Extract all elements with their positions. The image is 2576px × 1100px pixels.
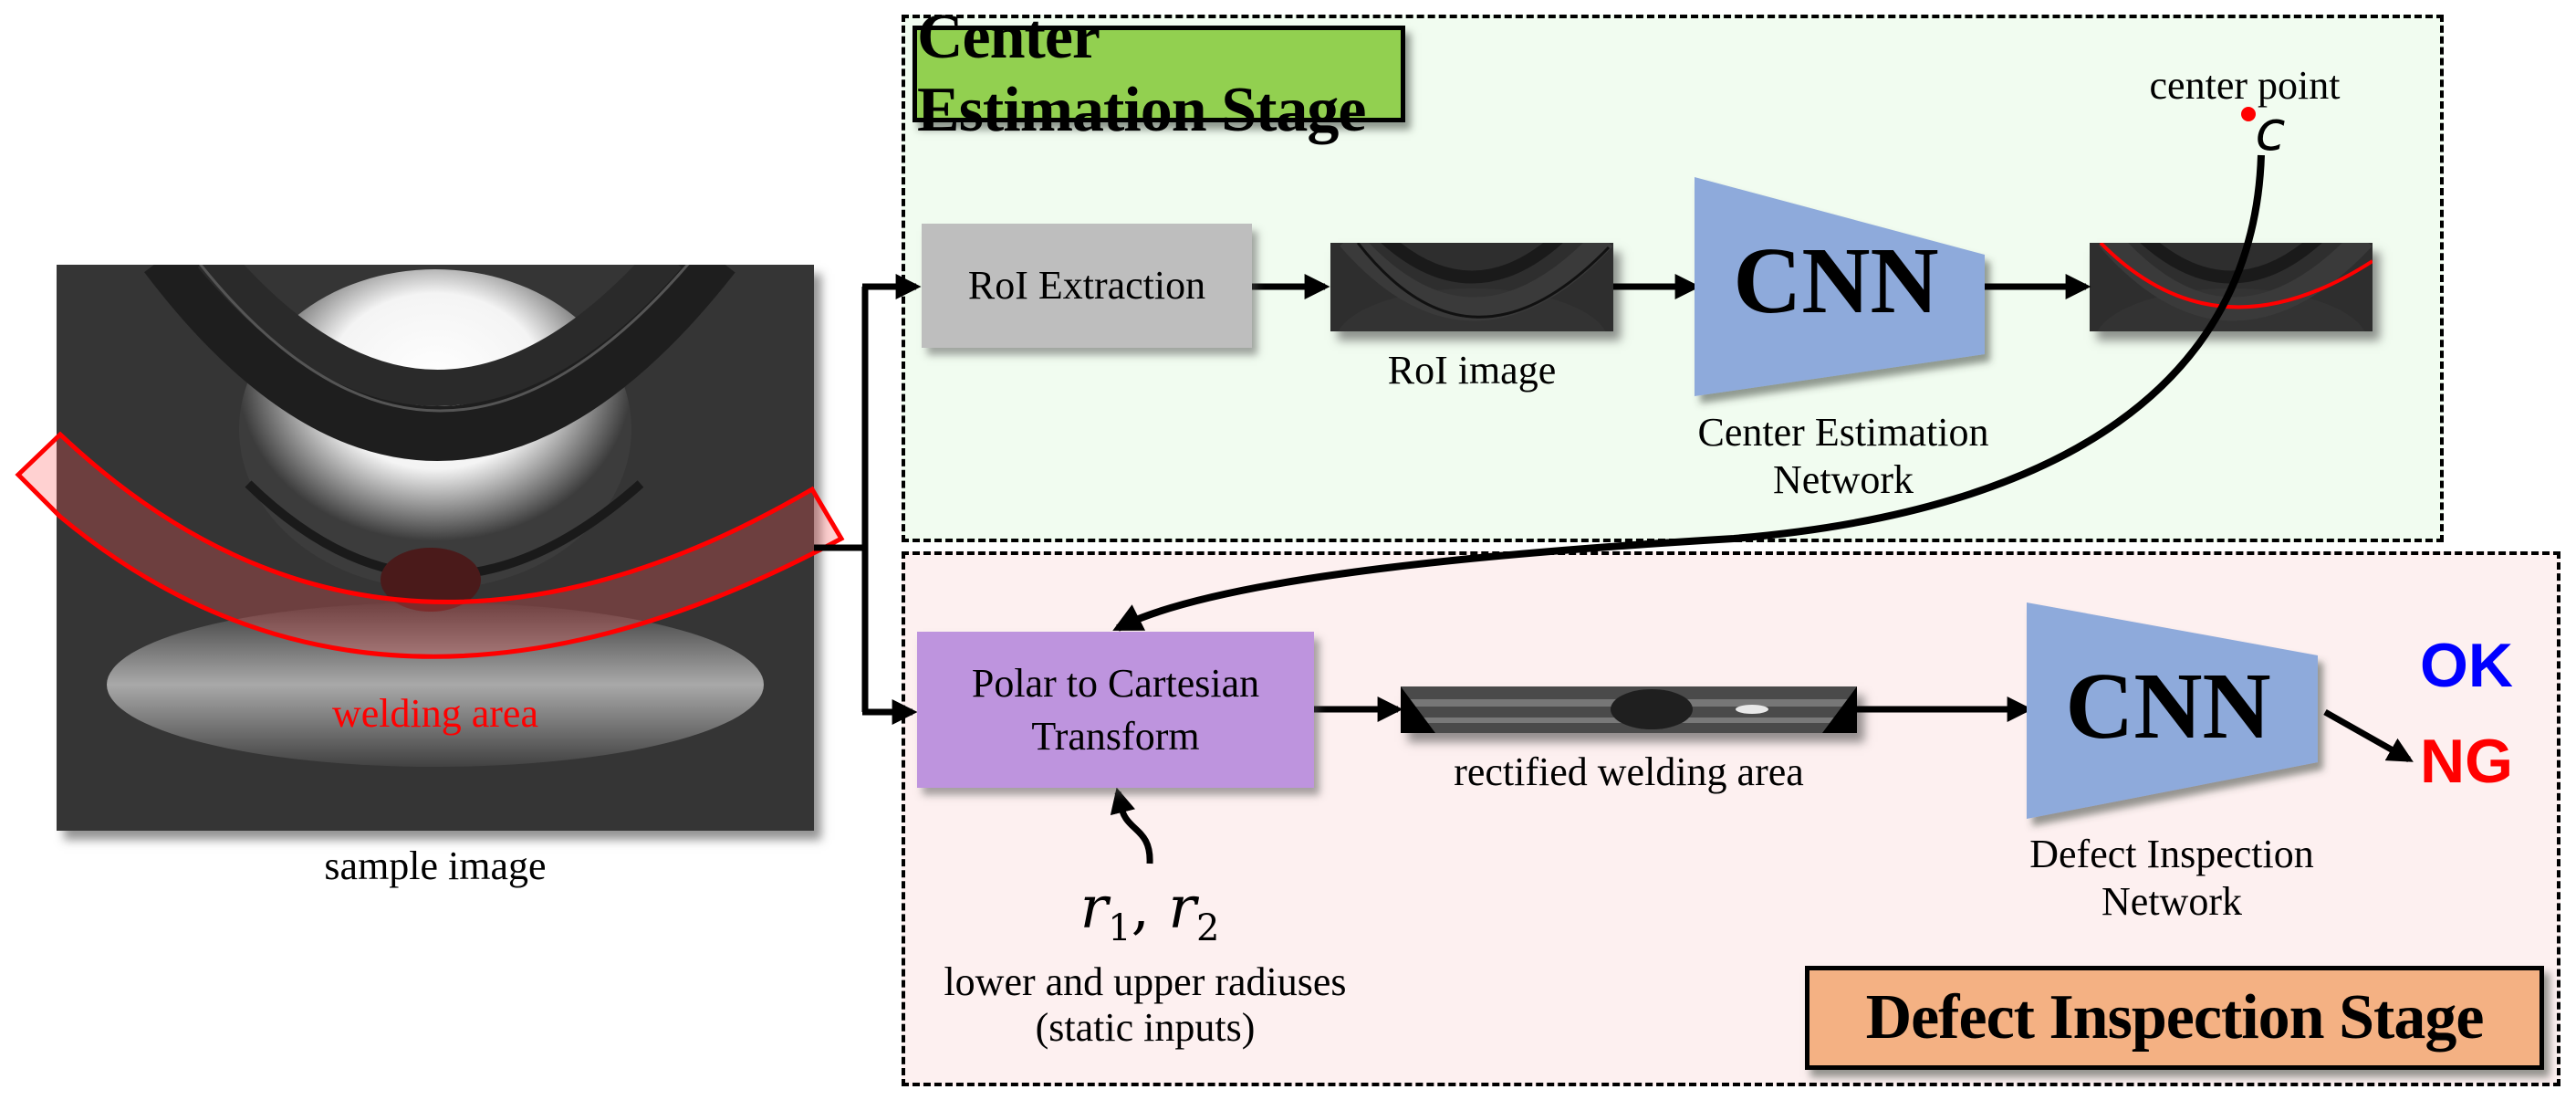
roi-extraction-label: RoI Extraction xyxy=(967,263,1206,308)
defect-cnn-trapezoid xyxy=(2027,602,2318,819)
center-cnn-label: CNN xyxy=(1733,228,1939,333)
center-network-caption-line1: Center Estimation xyxy=(1697,410,1989,455)
center-cnn-trapezoid xyxy=(1695,177,1985,396)
radius-symbols: r1, r2 xyxy=(1079,875,1220,949)
polar-block-line1: Polar to Cartesian xyxy=(971,660,1260,706)
center-point-symbol: c xyxy=(2255,100,2286,163)
radius-r1: r xyxy=(1079,875,1109,942)
center-estimated-image xyxy=(2090,243,2373,331)
rectified-area-caption: rectified welding area xyxy=(1454,749,1804,794)
roi-image-caption: RoI image xyxy=(1387,348,1557,393)
polar-block-line2: Transform xyxy=(1031,713,1200,759)
defect-cnn-label: CNN xyxy=(2065,654,2271,759)
radius-caption-line1: lower and upper radiuses xyxy=(944,959,1347,1004)
rectified-welding-area-image xyxy=(1401,686,1857,733)
roi-image xyxy=(1330,243,1613,331)
radius-sub-1: 1 xyxy=(1108,906,1132,949)
center-estimation-stage-title: Center Estimation Stage xyxy=(913,2,1405,145)
sample-image-caption: sample image xyxy=(324,843,547,888)
radius-sub-2: 2 xyxy=(1195,906,1220,949)
welding-area-region xyxy=(15,431,845,659)
defect-network-caption-line2: Network xyxy=(2101,879,2242,924)
radius-r2: r xyxy=(1168,875,1196,942)
estimated-circle-arc xyxy=(2099,243,2373,309)
center-point-dot xyxy=(2241,107,2256,121)
sample-image-graphic xyxy=(57,265,814,831)
result-ng-label: NG xyxy=(2420,727,2513,796)
result-ok-label: OK xyxy=(2420,631,2513,700)
radius-caption-line2: (static inputs) xyxy=(1035,1005,1256,1050)
center-point-curve-arrow xyxy=(1112,154,2265,632)
welding-area-label: welding area xyxy=(332,691,538,736)
radius-input-arrow xyxy=(1110,787,1153,864)
center-network-caption-line2: Network xyxy=(1773,457,1914,502)
defect-network-caption-line1: Defect Inspection xyxy=(2029,832,2314,876)
arrow-cnn-to-result xyxy=(2323,708,2414,763)
sample-image xyxy=(57,265,814,831)
center-point-label: center point xyxy=(2149,63,2341,108)
polar-to-cartesian-block: Polar to Cartesian Transform xyxy=(917,632,1314,788)
defect-inspection-stage-title: Defect Inspection Stage xyxy=(1805,966,2544,1070)
roi-extraction-block: RoI Extraction xyxy=(922,224,1252,348)
